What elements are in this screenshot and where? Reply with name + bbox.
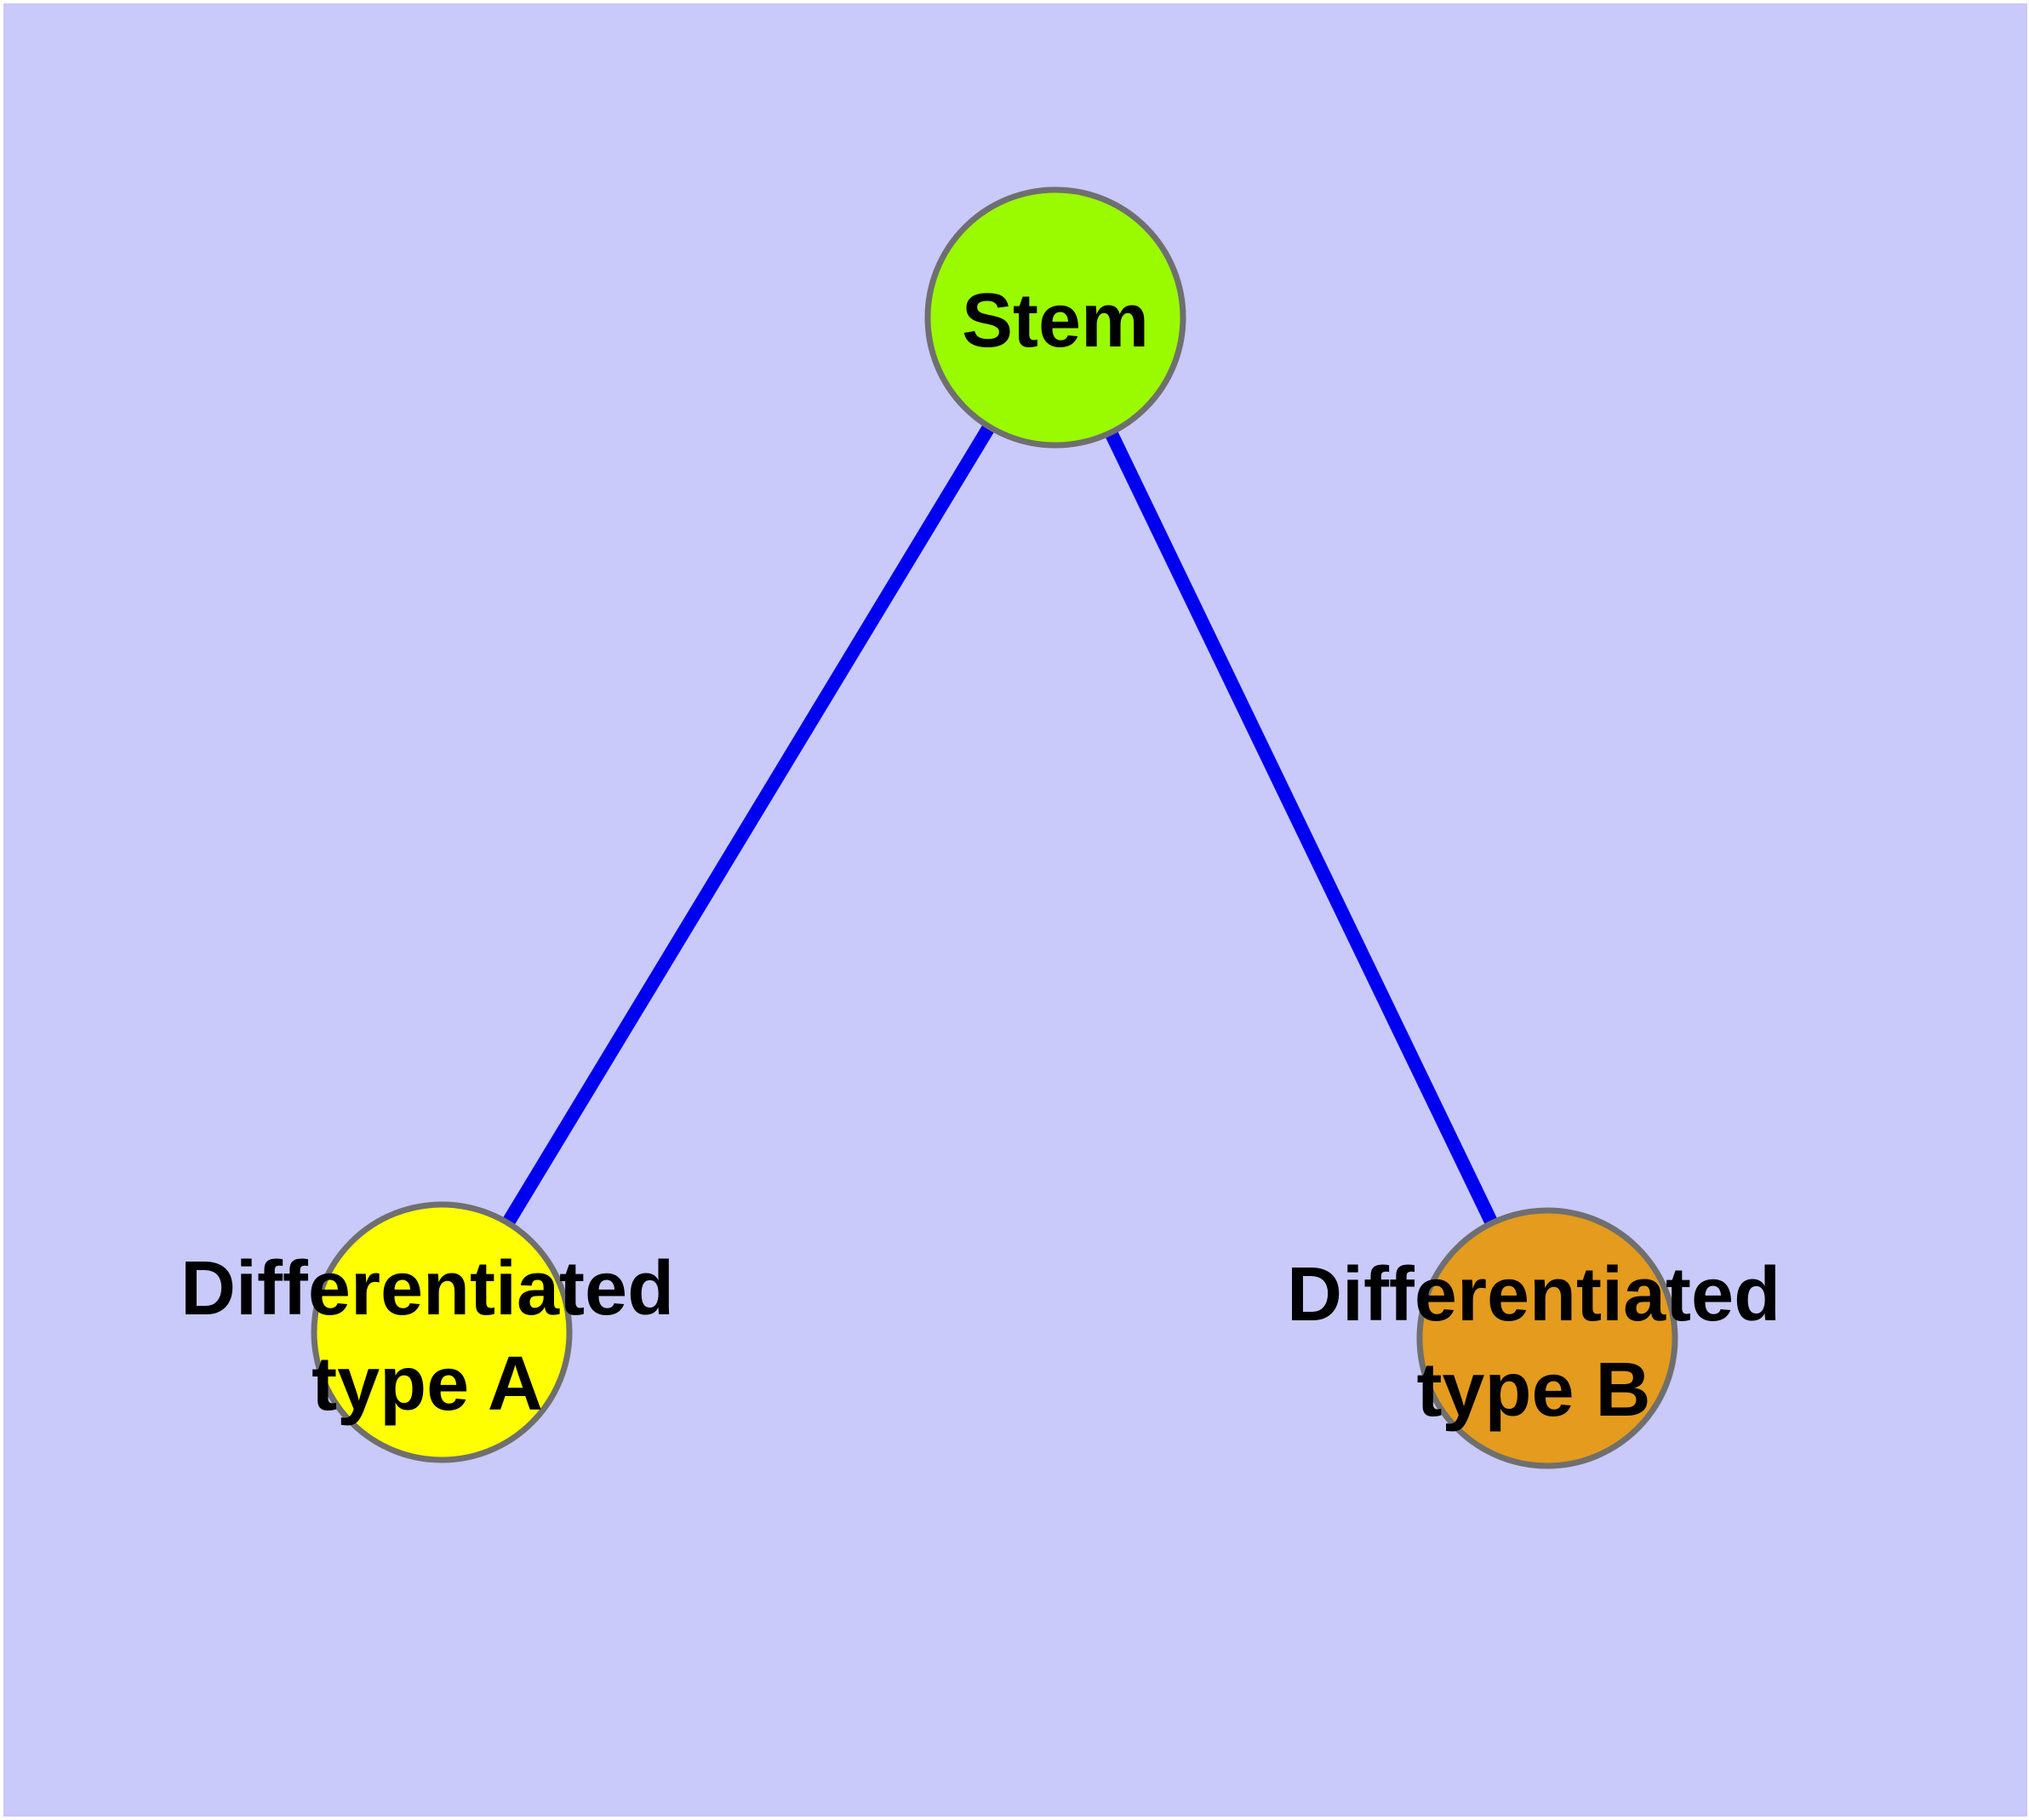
edge-stem-to-type-a — [436, 313, 1061, 1336]
node-differentiated-type-b-label: Differentiated type B — [1286, 1252, 1781, 1433]
node-differentiated-type-a-label: Differentiated type A — [180, 1246, 675, 1427]
edge-stem-to-type-b — [1049, 314, 1554, 1342]
node-differentiated-type-a — [311, 1201, 573, 1463]
node-stem-label: Stem — [961, 278, 1150, 363]
node-differentiated-type-b — [1416, 1207, 1678, 1469]
node-stem — [924, 186, 1186, 449]
